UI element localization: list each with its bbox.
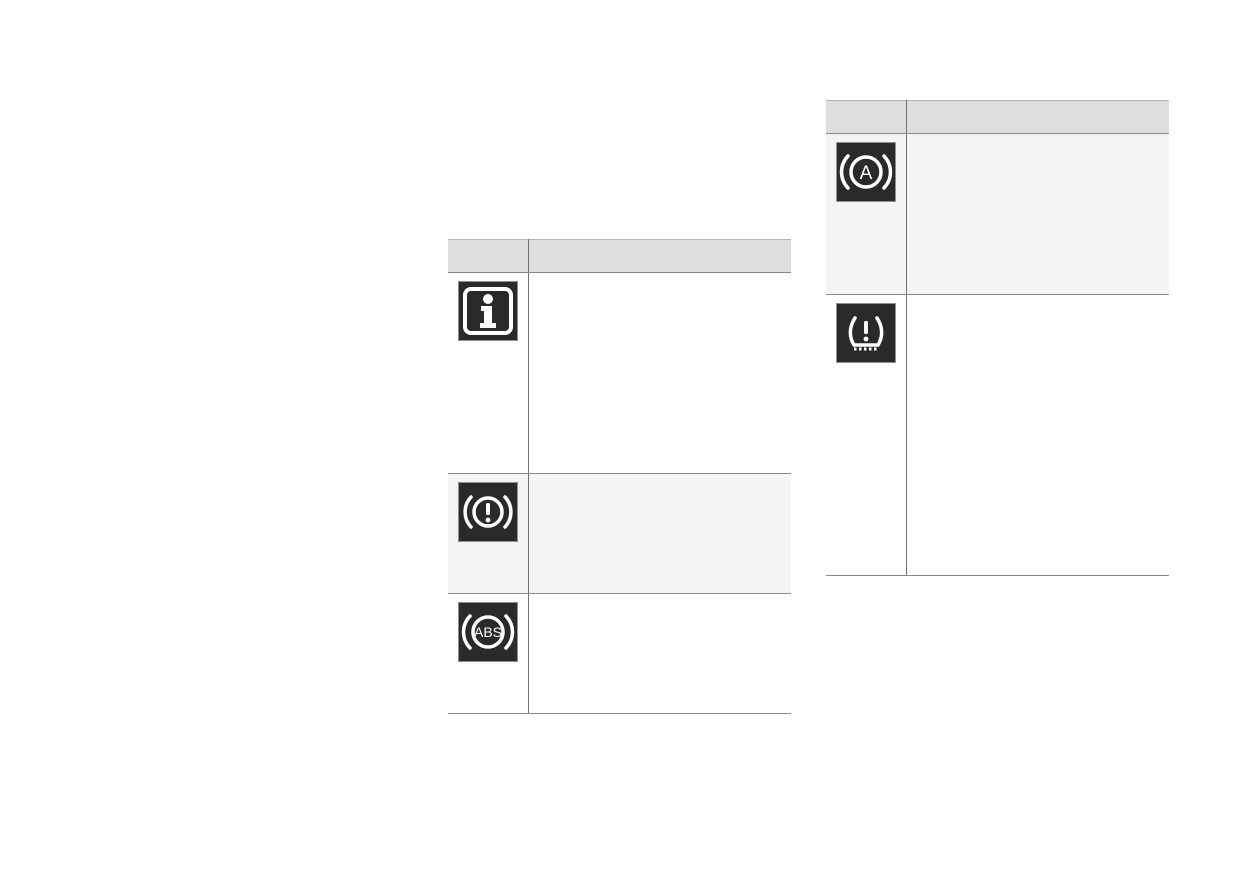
table-row	[826, 294, 1169, 576]
information-icon	[458, 281, 518, 341]
symbol-cell	[448, 473, 529, 594]
indicator-table-left: ABS	[448, 239, 791, 714]
description-cell	[528, 272, 791, 474]
auto-hold-brake-icon: A	[836, 142, 896, 202]
table-row	[448, 473, 791, 594]
description-cell	[906, 133, 1169, 295]
tire-pressure-warning-icon	[836, 303, 896, 363]
symbol-cell: A	[826, 133, 907, 295]
auto-hold-icon-label: A	[860, 163, 873, 184]
description-cell	[528, 593, 791, 714]
symbol-column-header	[826, 100, 907, 134]
table-header-row	[826, 100, 1169, 134]
table-row: ABS	[448, 593, 791, 714]
symbol-cell	[826, 294, 907, 576]
table-row: A	[826, 133, 1169, 295]
description-cell	[528, 473, 791, 594]
table-row	[448, 272, 791, 474]
abs-icon-label: ABS	[474, 624, 502, 640]
symbol-cell: ABS	[448, 593, 529, 714]
description-cell	[906, 294, 1169, 576]
table-header-row	[448, 239, 791, 273]
description-column-header	[528, 239, 791, 273]
symbol-column-header	[448, 239, 529, 273]
indicator-table-right: A	[826, 100, 1169, 576]
brake-warning-icon	[458, 482, 518, 542]
abs-icon: ABS	[458, 602, 518, 662]
description-column-header	[906, 100, 1169, 134]
symbol-cell	[448, 272, 529, 474]
